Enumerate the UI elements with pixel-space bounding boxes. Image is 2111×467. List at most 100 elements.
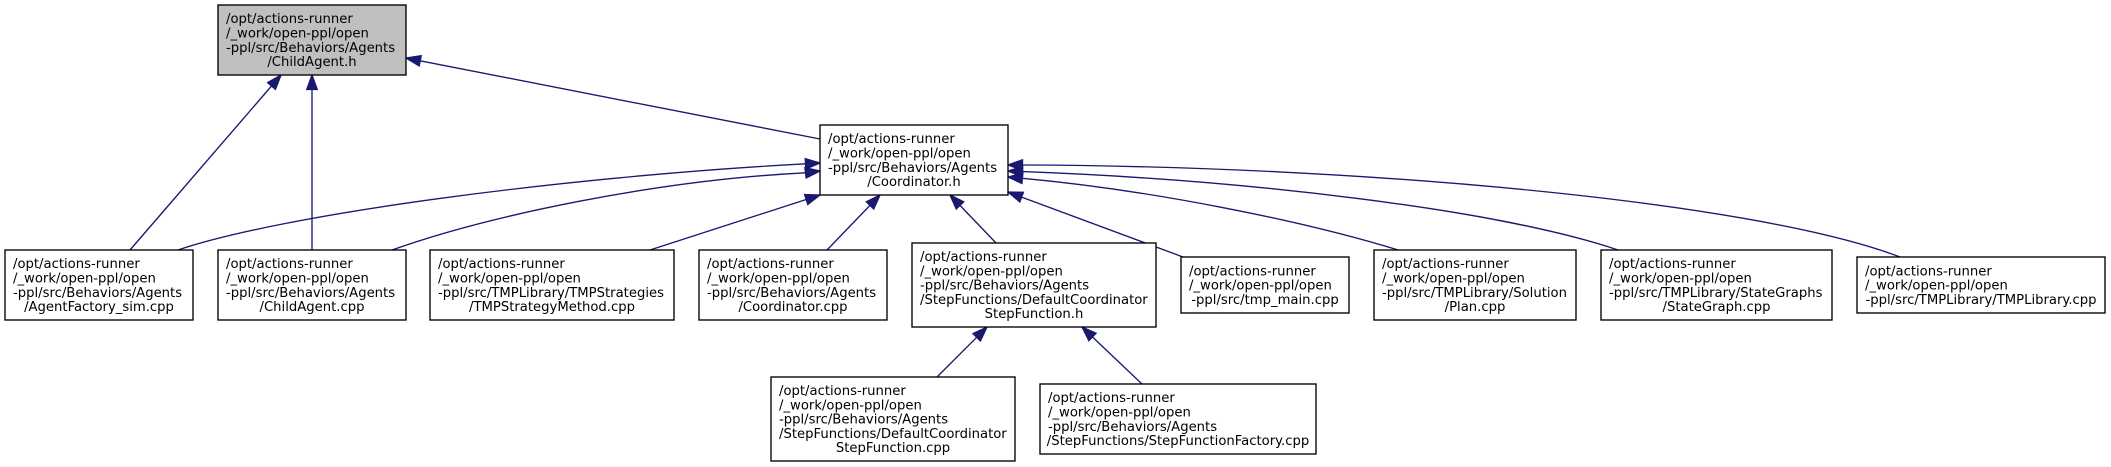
node-label-line: /Plan.cpp	[1445, 300, 1506, 315]
edge-line	[1092, 336, 1143, 385]
arrowhead	[804, 166, 822, 179]
edge-childagent_cpp-to-coordinator_h	[391, 166, 822, 251]
node-label-line: /_work/open-ppl/open	[920, 264, 1063, 279]
node-label-line: -ppl/src/TMPLibrary/TMPStrategies	[438, 286, 664, 301]
node-box	[1180, 256, 1350, 314]
arrowhead	[1006, 191, 1025, 204]
edge-childagent_cpp-to-child_agent_h	[305, 73, 319, 250]
edge-line	[1022, 170, 1619, 251]
edge-coordinator_cpp-to-coordinator_h	[826, 193, 882, 251]
node-box	[217, 249, 407, 321]
node-label-line: /_work/open-ppl/open	[1189, 279, 1332, 294]
arrowhead	[266, 73, 283, 91]
arrowhead	[865, 193, 882, 211]
node-label-line: /opt/actions-runner	[1189, 264, 1316, 279]
node-label-line: /Coordinator.h	[867, 175, 960, 190]
arrowhead	[948, 193, 965, 211]
node-box	[698, 249, 888, 321]
node-label-line: /opt/actions-runner	[1048, 391, 1175, 406]
node-label-line: /opt/actions-runner	[828, 132, 955, 147]
edge-plan_cpp-to-coordinator_h	[1006, 172, 1399, 251]
node-label-line: /_work/open-ppl/open	[438, 271, 581, 286]
node-label-line: -ppl/src/Behaviors/Agents	[226, 286, 395, 301]
node-label-line: -ppl/src/TMPLibrary/TMPLibrary.cpp	[1865, 293, 2096, 308]
edge-line	[649, 198, 807, 251]
node-box	[819, 124, 1009, 196]
node-child_agent_h[interactable]: /opt/actions-runner/_work/open-ppl/open-…	[217, 4, 407, 76]
node-label-line: /opt/actions-runner	[226, 12, 353, 27]
node-tmplibrary_cpp[interactable]: /opt/actions-runner/_work/open-ppl/open-…	[1856, 256, 2106, 314]
node-label-line: /_work/open-ppl/open	[13, 271, 156, 286]
node-label-line: StepFunction.cpp	[836, 441, 950, 456]
node-label-line: /_work/open-ppl/open	[226, 26, 369, 41]
edge-coordinator_h-to-child_agent_h	[404, 54, 821, 140]
node-tmp_main_cpp[interactable]: /opt/actions-runner/_work/open-ppl/open-…	[1180, 256, 1350, 314]
node-childagent_cpp[interactable]: /opt/actions-runner/_work/open-ppl/open-…	[217, 249, 407, 321]
nodes-layer: /opt/actions-runner/_work/open-ppl/open-…	[4, 4, 2106, 462]
edge-stategraph_cpp-to-coordinator_h	[1006, 165, 1619, 251]
edge-line	[1022, 164, 1901, 258]
node-box	[1039, 383, 1317, 455]
node-label-line: -ppl/src/TMPLibrary/StateGraphs	[1609, 286, 1823, 301]
edge-tmpstrategymethod_cpp-to-coordinator_h	[649, 193, 822, 251]
node-agentfactory_sim_cpp[interactable]: /opt/actions-runner/_work/open-ppl/open-…	[4, 249, 194, 321]
node-stategraph_cpp[interactable]: /opt/actions-runner/_work/open-ppl/open-…	[1600, 249, 1833, 321]
arrowhead	[305, 73, 319, 91]
edge-line	[959, 204, 997, 244]
node-label-line: /opt/actions-runner	[779, 384, 906, 399]
node-label-line: /ChildAgent.cpp	[260, 300, 365, 315]
node-box	[1600, 249, 1833, 321]
node-box	[429, 249, 675, 321]
node-coordinator_cpp[interactable]: /opt/actions-runner/_work/open-ppl/open-…	[698, 249, 888, 321]
node-label-line: /_work/open-ppl/open	[1048, 405, 1191, 420]
arrowhead	[1006, 158, 1024, 172]
edge-line	[177, 163, 806, 251]
node-box	[911, 242, 1157, 328]
node-box	[4, 249, 194, 321]
node-label-line: /TMPStrategyMethod.cpp	[469, 300, 635, 315]
node-label-line: /Coordinator.cpp	[738, 300, 847, 315]
node-coordinator_h[interactable]: /opt/actions-runner/_work/open-ppl/open-…	[819, 124, 1009, 196]
node-label-line: /AgentFactory_sim.cpp	[24, 300, 174, 315]
edges-layer	[129, 54, 1901, 385]
node-label-line: /_work/open-ppl/open	[828, 146, 971, 161]
node-label-line: /StepFunctions/DefaultCoordinator	[920, 293, 1148, 308]
node-stepfunctionfactory_cpp[interactable]: /opt/actions-runner/_work/open-ppl/open-…	[1039, 383, 1317, 455]
node-label-line: /_work/open-ppl/open	[779, 398, 922, 413]
edge-stepfunctionfactory_cpp-to-defaultcoordinatorstepfunction_h	[1080, 325, 1143, 385]
node-tmpstrategymethod_cpp[interactable]: /opt/actions-runner/_work/open-ppl/open-…	[429, 249, 675, 321]
arrowhead	[404, 54, 423, 67]
node-label-line: StepFunction.h	[985, 307, 1084, 322]
edge-defaultcoordinatorstepfunction_cpp-to-defaultcoordinatorstepfunction_h	[936, 325, 989, 378]
arrowhead	[803, 193, 822, 206]
node-label-line: /opt/actions-runner	[226, 257, 353, 272]
edge-tmplibrary_cpp-to-coordinator_h	[1006, 158, 1901, 258]
root-node-box	[217, 4, 407, 76]
node-defaultcoordinatorstepfunction_cpp[interactable]: /opt/actions-runner/_work/open-ppl/open-…	[770, 376, 1016, 462]
node-label-line: -ppl/src/TMPLibrary/Solution	[1382, 286, 1567, 301]
node-label-line: /ChildAgent.h	[267, 55, 356, 70]
node-label-line: /opt/actions-runner	[920, 250, 1047, 265]
node-plan_cpp[interactable]: /opt/actions-runner/_work/open-ppl/open-…	[1373, 249, 1577, 321]
edge-defaultcoordinatorstepfunction_h-to-coordinator_h	[948, 193, 997, 244]
node-label-line: -ppl/src/Behaviors/Agents	[828, 161, 997, 176]
edge-line	[1022, 177, 1399, 251]
node-label-line: /StateGraph.cpp	[1663, 300, 1771, 315]
edge-line	[391, 172, 806, 251]
node-label-line: /StepFunctions/StepFunctionFactory.cpp	[1047, 434, 1309, 449]
node-label-line: /_work/open-ppl/open	[1382, 271, 1525, 286]
arrowhead	[804, 157, 822, 170]
node-label-line: -ppl/src/Behaviors/Agents	[707, 286, 876, 301]
node-label-line: /opt/actions-runner	[1865, 264, 1992, 279]
node-box	[1373, 249, 1577, 321]
node-label-line: -ppl/src/Behaviors/Agents	[920, 279, 1089, 294]
arrowhead	[971, 325, 989, 343]
edge-agentfactory_sim_cpp-to-coordinator_h	[177, 157, 822, 251]
node-label-line: /_work/open-ppl/open	[707, 271, 850, 286]
node-defaultcoordinatorstepfunction_h[interactable]: /opt/actions-runner/_work/open-ppl/open-…	[911, 242, 1157, 328]
edge-line	[936, 336, 978, 378]
node-label-line: /StepFunctions/DefaultCoordinator	[779, 427, 1007, 442]
node-label-line: /opt/actions-runner	[1609, 257, 1736, 272]
node-box	[770, 376, 1016, 462]
